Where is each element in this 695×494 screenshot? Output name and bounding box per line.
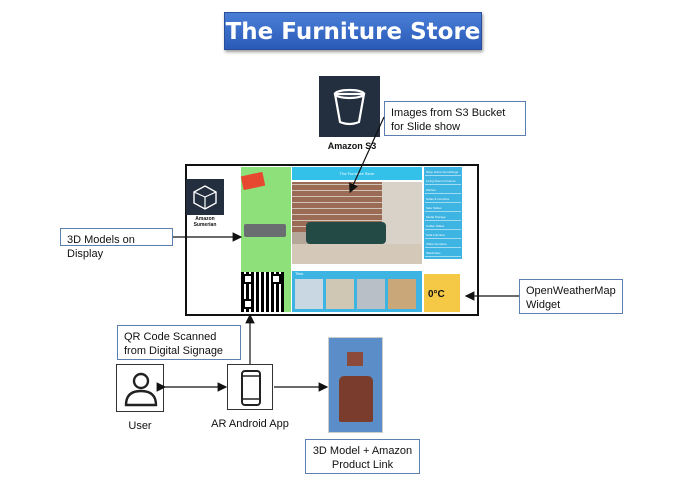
menu-item: Living Room Furniture bbox=[425, 177, 461, 185]
qr-callout: QR Code Scanned from Digital Signage bbox=[117, 325, 241, 360]
app-label: AR Android App bbox=[211, 418, 289, 430]
qr-finder bbox=[243, 274, 253, 284]
qr-finder bbox=[243, 299, 253, 309]
3d-sofa-model bbox=[244, 224, 286, 237]
tiles-header: Tiles bbox=[295, 271, 304, 276]
tile-sample bbox=[357, 279, 385, 309]
tiles-panel: Tiles bbox=[292, 271, 422, 312]
tile-sample bbox=[388, 279, 416, 309]
menu-item: Office Furniture bbox=[425, 240, 461, 248]
s3-label: Amazon S3 bbox=[327, 141, 377, 151]
3d-chair-model bbox=[339, 376, 373, 422]
screen-header: The Furniture Store bbox=[292, 167, 422, 180]
menu-item: Wardrobes bbox=[425, 249, 461, 257]
user-icon bbox=[116, 364, 164, 412]
menu-item: Kitchen bbox=[425, 186, 461, 194]
slideshow-image bbox=[292, 182, 422, 264]
product-callout: 3D Model + Amazon Product Link bbox=[305, 439, 420, 474]
menu-item: Sofa Furniture bbox=[425, 231, 461, 239]
qr-finder bbox=[271, 274, 281, 284]
user-label: User bbox=[128, 420, 152, 432]
menu-item: Coffee Tables bbox=[425, 222, 461, 230]
weather-widget: 0°C bbox=[424, 274, 460, 312]
weather-callout: OpenWeatherMap Widget bbox=[519, 279, 623, 314]
green-sofa bbox=[306, 222, 386, 244]
qr-code bbox=[241, 272, 284, 312]
product-page-image bbox=[328, 337, 383, 433]
arrow-callout-to-slideshow bbox=[349, 116, 385, 194]
chair-thumbnail bbox=[347, 352, 363, 366]
sumerian-label: Amazon Sumerian bbox=[193, 216, 217, 228]
category-menu: Shop Home Furnishings Living Room Furnit… bbox=[424, 167, 462, 259]
weather-temp: 0°C bbox=[428, 289, 445, 300]
sumerian-callout: 3D Models on Display bbox=[60, 228, 173, 260]
tile-sample bbox=[326, 279, 354, 309]
s3-bucket-icon bbox=[319, 76, 380, 137]
menu-item: Side Tables bbox=[425, 204, 461, 212]
floor bbox=[292, 244, 422, 264]
menu-item: Sofas & Couches bbox=[425, 195, 461, 203]
sumerian-cube-icon bbox=[186, 179, 224, 215]
diagram-title: The Furniture Store bbox=[224, 12, 482, 50]
phone-icon bbox=[227, 364, 273, 410]
s3-callout: Images from S3 Bucket for Slide show bbox=[384, 101, 526, 136]
tile-sample bbox=[295, 279, 323, 309]
menu-item: Shop Home Furnishings bbox=[425, 168, 461, 176]
menu-item: Media Storage bbox=[425, 213, 461, 221]
